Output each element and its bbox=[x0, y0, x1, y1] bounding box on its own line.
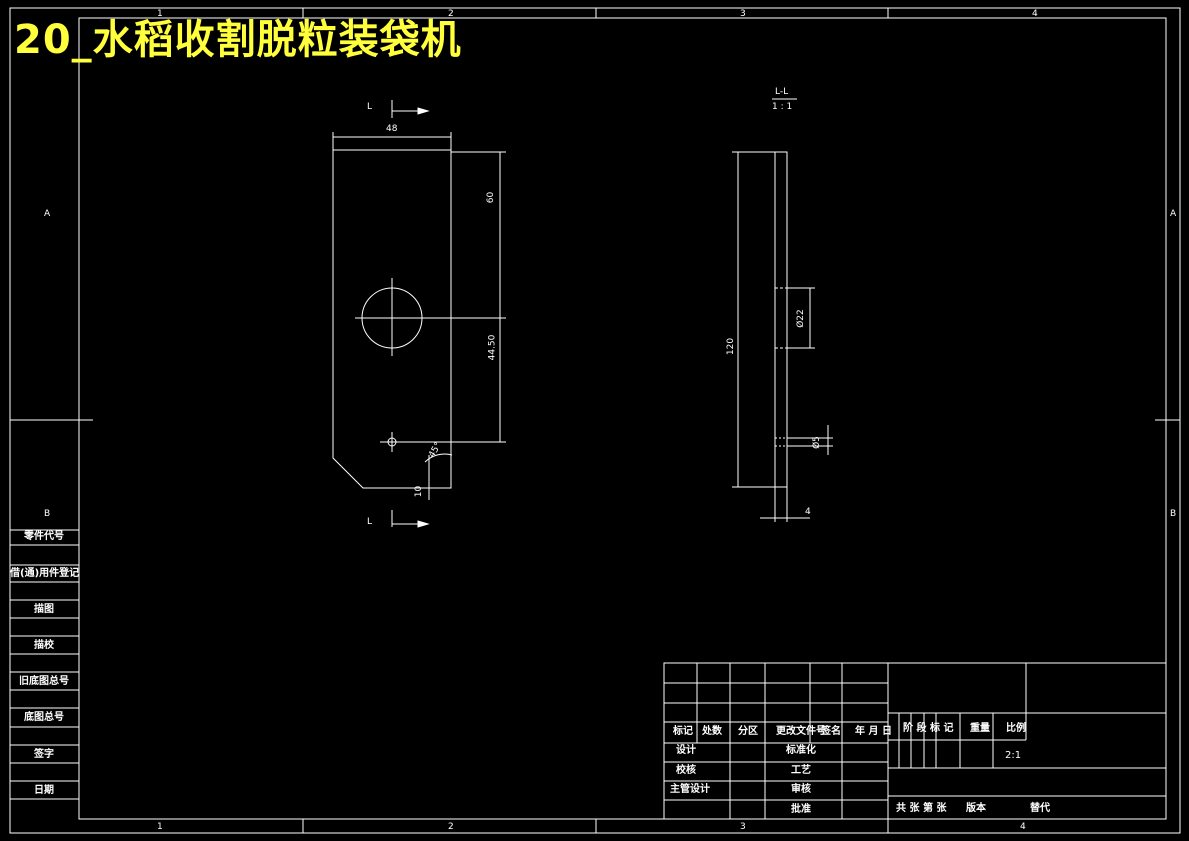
zone-row-a-right: A bbox=[1170, 209, 1177, 219]
side-view bbox=[732, 98, 833, 522]
tb-approve: 批准 bbox=[791, 804, 811, 815]
outer-border bbox=[9, 7, 1181, 834]
zone-row-b-left: B bbox=[44, 509, 51, 519]
zone-col-4-bottom: 4 bbox=[1020, 822, 1026, 832]
front-view bbox=[332, 100, 506, 528]
view-label-top: L bbox=[367, 102, 373, 112]
zone-col-1: 1 bbox=[157, 9, 163, 19]
zone-col-2-bottom: 2 bbox=[448, 822, 454, 832]
side-base: 底图总号 bbox=[24, 712, 64, 723]
side-sign: 签字 bbox=[34, 749, 54, 760]
dim-hole-offset: 44.50 bbox=[487, 334, 498, 361]
side-trace-check: 描校 bbox=[34, 640, 54, 651]
tb-scale-value: 2:1 bbox=[1005, 750, 1022, 761]
zone-col-4: 4 bbox=[1032, 9, 1038, 19]
tb-date: 年 月 日 bbox=[855, 726, 892, 737]
tb-weight: 重量 bbox=[970, 723, 990, 734]
side-old-base: 旧底图总号 bbox=[19, 676, 69, 687]
tb-change-doc: 更改文件号 bbox=[776, 726, 826, 737]
tb-check: 校核 bbox=[676, 765, 696, 776]
tb-chief: 主管设计 bbox=[670, 784, 710, 795]
side-borrowed: 借(通)用件登记 bbox=[10, 568, 80, 579]
tb-zone: 分区 bbox=[738, 726, 758, 737]
inner-border bbox=[78, 17, 1167, 820]
zone-row-b-right: B bbox=[1170, 509, 1177, 519]
tb-mark: 标记 bbox=[673, 726, 693, 737]
zone-col-3-bottom: 3 bbox=[740, 822, 746, 832]
title-block bbox=[663, 662, 1167, 820]
tb-sheets: 共 张 第 张 bbox=[896, 803, 947, 814]
tb-version: 版本 bbox=[966, 803, 986, 814]
zone-col-1-bottom: 1 bbox=[157, 822, 163, 832]
dim-length: 120 bbox=[726, 337, 737, 356]
section-scale: 1 : 1 bbox=[772, 102, 793, 112]
dim-hole-dia: Ø22 bbox=[795, 309, 806, 328]
tb-process: 工艺 bbox=[791, 765, 811, 776]
dim-bottom: 10 bbox=[414, 485, 425, 498]
side-part-code: 零件代号 bbox=[24, 531, 64, 542]
section-name: L-L bbox=[775, 87, 789, 97]
tb-ratio: 比例 bbox=[1006, 723, 1026, 734]
zone-row-a-left: A bbox=[44, 209, 51, 219]
tb-stage: 阶 段 标 记 bbox=[903, 723, 954, 734]
tb-review: 审核 bbox=[791, 784, 811, 795]
tb-sign: 签名 bbox=[821, 726, 841, 737]
tb-count: 处数 bbox=[702, 726, 722, 737]
zone-col-2: 2 bbox=[448, 9, 454, 19]
view-label-bottom: L bbox=[367, 517, 373, 527]
tb-design: 设计 bbox=[676, 745, 696, 756]
zone-col-3: 3 bbox=[740, 9, 746, 19]
side-trace: 描图 bbox=[34, 604, 54, 615]
tb-standard: 标准化 bbox=[786, 745, 816, 756]
side-date: 日期 bbox=[34, 785, 54, 796]
dim-width: 48 bbox=[386, 124, 398, 134]
dim-small-hole-dia: Ø5 bbox=[811, 436, 822, 449]
drawing-title: 20_水稻收割脱粒装袋机 bbox=[14, 17, 462, 63]
dim-top-height: 60 bbox=[486, 191, 497, 204]
tb-replace: 替代 bbox=[1030, 803, 1050, 814]
dim-thickness: 4 bbox=[805, 507, 811, 517]
